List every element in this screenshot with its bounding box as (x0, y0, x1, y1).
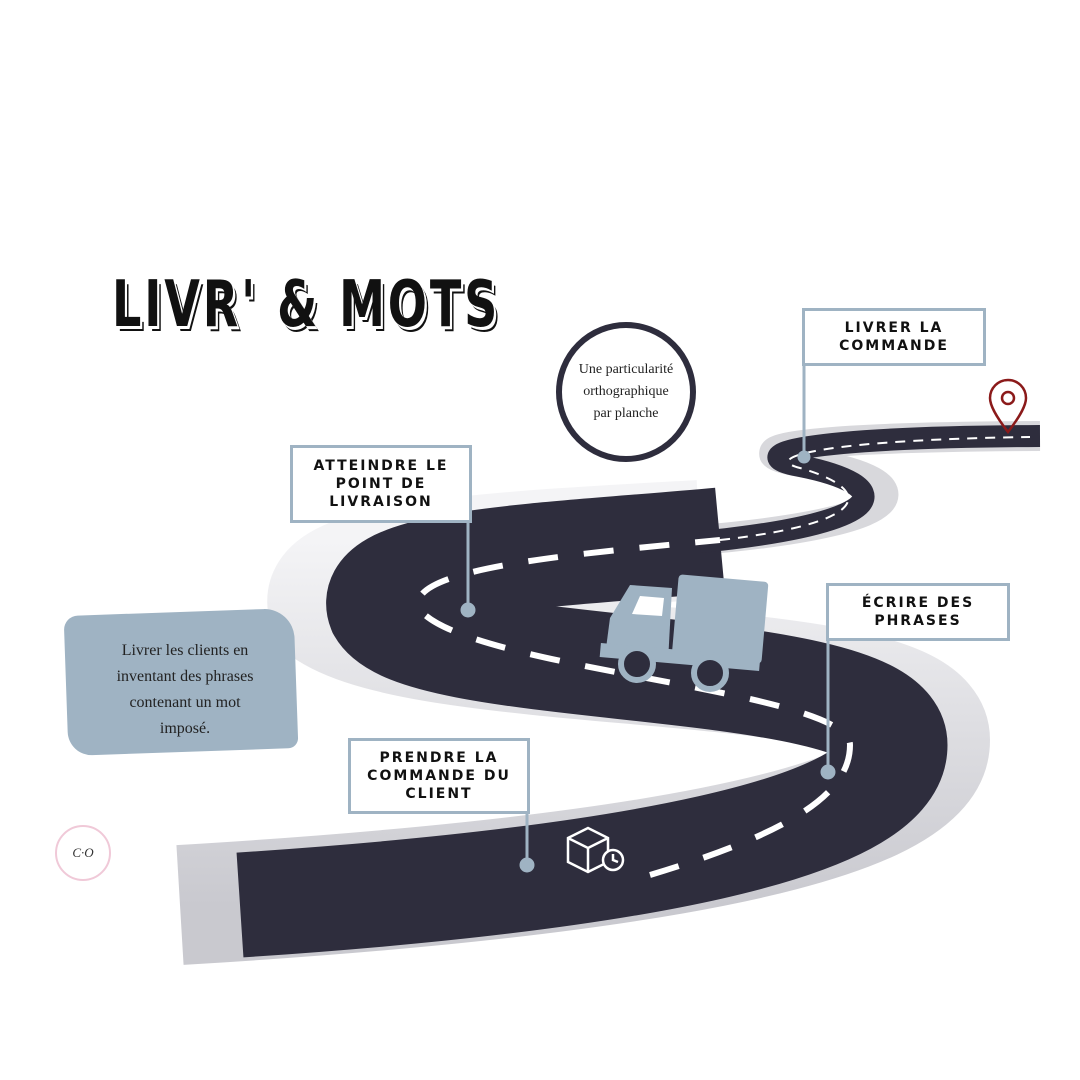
step-deliver-order: LIVRER LA COMMANDE (802, 308, 986, 366)
page-title: LIVR' & MOTS (112, 268, 501, 342)
description-line: Livrer les clients en (121, 642, 249, 659)
author-logo: C·O (55, 825, 111, 881)
road-lower (236, 487, 948, 958)
description-line: imposé. (159, 720, 211, 737)
road-upper (698, 425, 1041, 553)
package-clock-icon (566, 826, 625, 874)
step-connectors (460, 360, 836, 873)
badge-line: orthographique (583, 384, 669, 399)
step-label: ATTEINDRE LE POINT DE LIVRAISON (313, 458, 449, 510)
logo-text: C·O (72, 845, 94, 860)
badge-line: Une particularité (578, 362, 674, 377)
truck-icon (599, 574, 769, 692)
badge-line: par planche (593, 406, 659, 421)
step-take-order: PRENDRE LA COMMANDE DU CLIENT (348, 738, 530, 814)
step-label: PRENDRE LA COMMANDE DU CLIENT (367, 750, 511, 802)
step-write-sentences: ÉCRIRE DES PHRASES (826, 583, 1010, 641)
road-lane-markings-upper (719, 436, 1031, 541)
description-line: contenant un mot (129, 694, 241, 711)
description-text: Livrer les clients en inventant des phra… (70, 638, 300, 742)
road-lane-markings (415, 537, 854, 878)
description-line: inventant des phrases (116, 668, 254, 685)
badge-circle: Une particularité orthographique par pla… (556, 322, 696, 462)
step-label: LIVRER LA COMMANDE (839, 320, 949, 354)
location-pin-icon (988, 378, 1028, 435)
step-label: ÉCRIRE DES PHRASES (861, 595, 975, 629)
step-reach-delivery-point: ATTEINDRE LE POINT DE LIVRAISON (290, 445, 472, 523)
